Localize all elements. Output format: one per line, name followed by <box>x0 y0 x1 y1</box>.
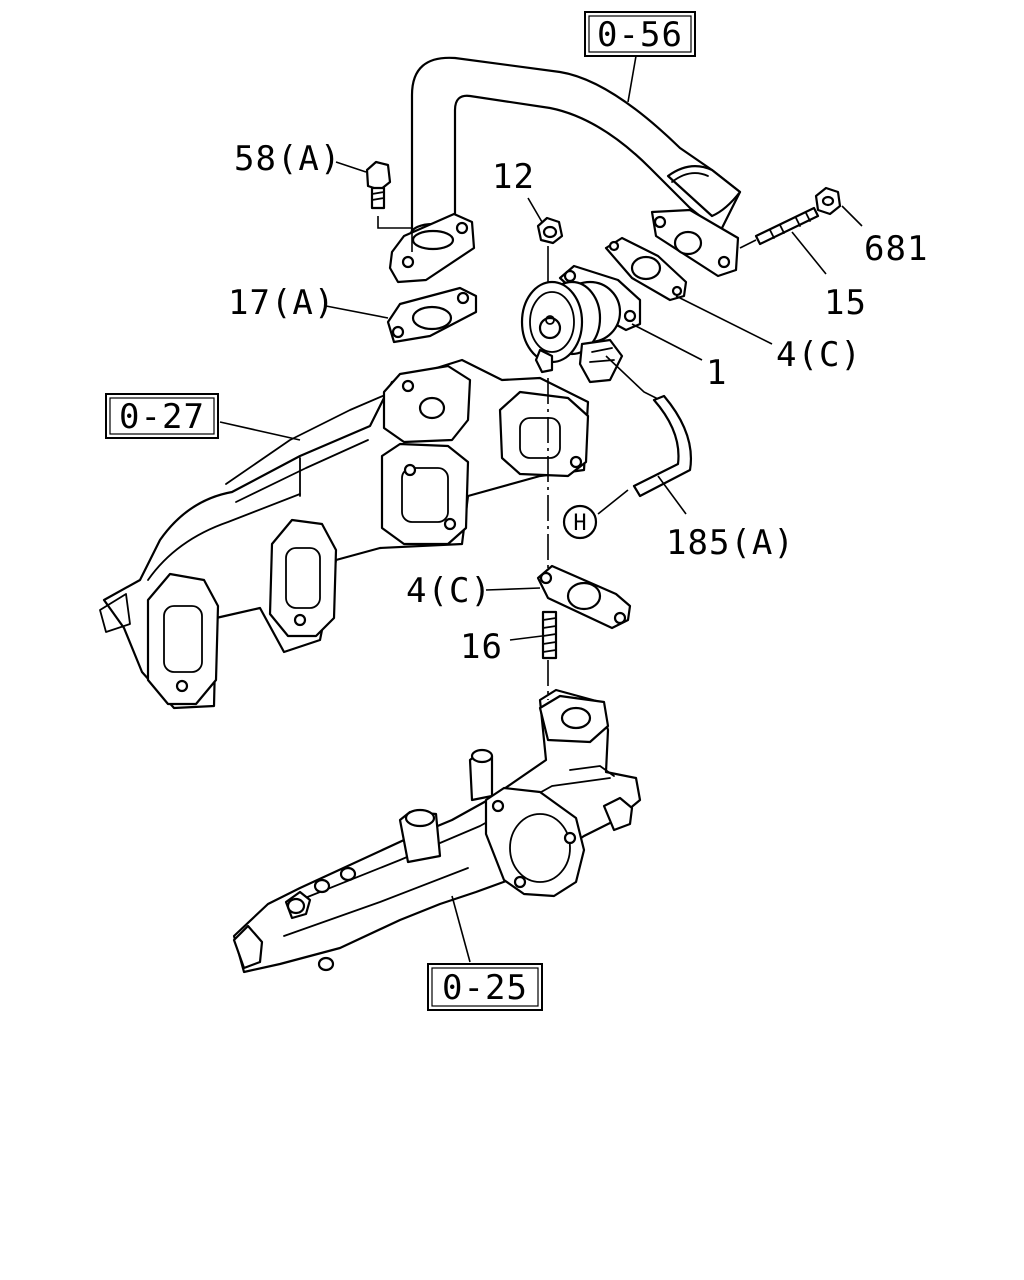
gasket-4c-lower <box>536 564 632 630</box>
callout-681: 681 <box>864 229 928 269</box>
callout-h: H <box>573 511 586 536</box>
ref-label-0-56: 0-56 <box>597 15 683 55</box>
callout-1: 1 <box>706 353 727 393</box>
exhaust-manifold <box>99 358 590 710</box>
gasket-4c-upper <box>604 236 688 302</box>
ref-box-0-27[interactable]: 0-27 <box>105 393 219 439</box>
callout-17a: 17(A) <box>228 283 335 323</box>
callout-4c-lower: 4(C) <box>406 571 492 611</box>
callout-12: 12 <box>492 157 535 197</box>
egr-valve <box>520 264 661 401</box>
callout-58a: 58(A) <box>234 139 341 179</box>
vacuum-hose-185a <box>632 394 692 498</box>
bolt-58a <box>365 160 413 252</box>
nut-681 <box>814 186 842 216</box>
callout-15: 15 <box>824 283 867 323</box>
ref-box-0-56[interactable]: 0-56 <box>584 11 696 57</box>
callout-185a: 185(A) <box>666 523 795 563</box>
leader-lines <box>219 55 863 963</box>
ref-label-0-25: 0-25 <box>442 968 528 1008</box>
ref-box-0-25[interactable]: 0-25 <box>427 963 543 1011</box>
stud-15 <box>754 206 820 246</box>
ref-label-0-27: 0-27 <box>119 397 205 437</box>
egr-pipe <box>388 56 742 284</box>
gasket-17a <box>386 286 478 344</box>
intake-manifold <box>232 688 642 974</box>
stud-16 <box>541 610 558 660</box>
callout-4c-upper: 4(C) <box>776 335 862 375</box>
callout-h-marker: H <box>562 504 598 540</box>
callout-16: 16 <box>460 627 503 667</box>
nut-12 <box>536 216 564 282</box>
